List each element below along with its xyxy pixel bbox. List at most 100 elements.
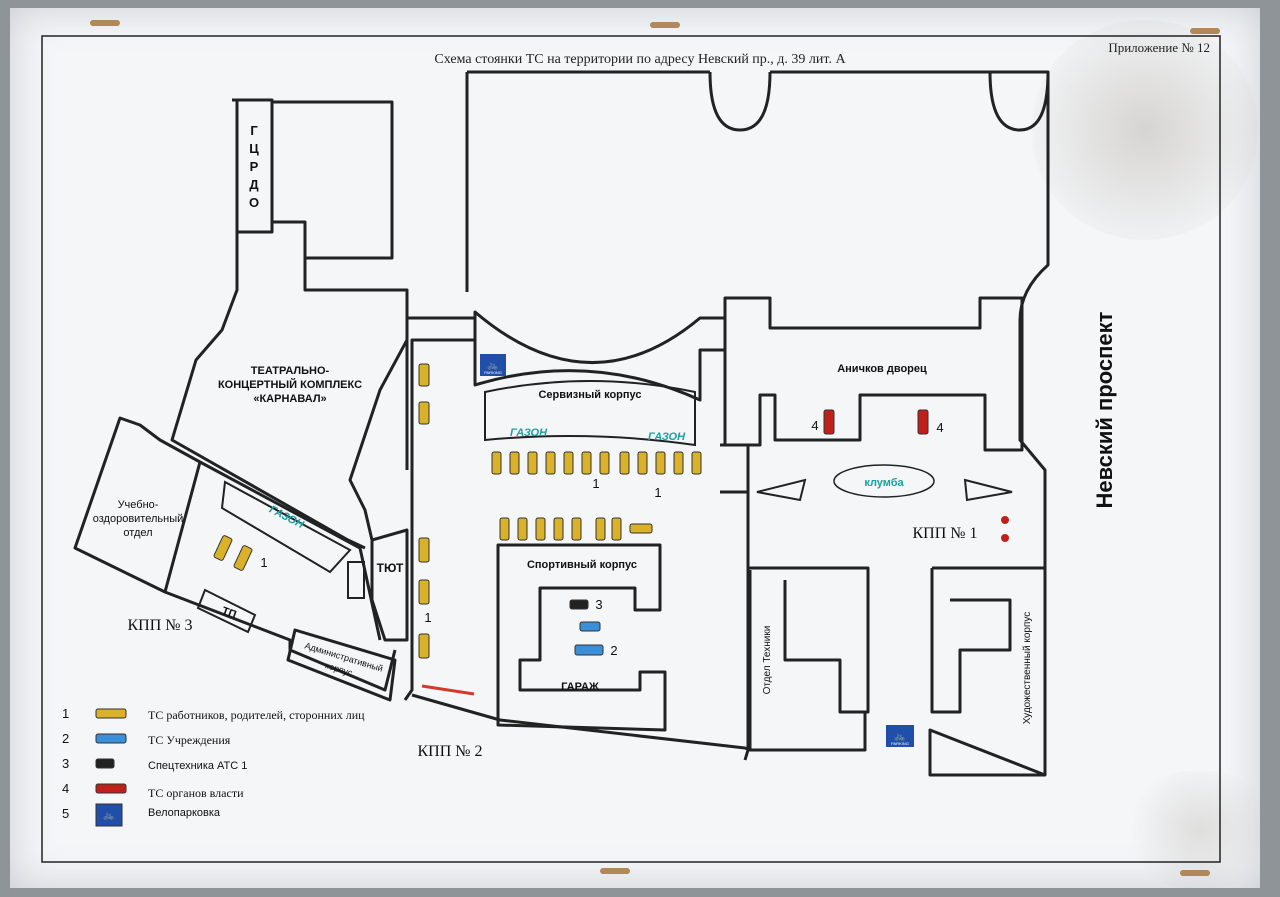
legend-num: 1: [62, 706, 69, 721]
car-employee: [673, 451, 684, 475]
car-employee: [517, 517, 528, 541]
car-employee: [509, 451, 520, 475]
lawn-center-label-2: ГАЗОН: [648, 431, 686, 443]
legend-swatch-authorities: [95, 783, 127, 794]
theatre-label-3: «КАРНАВАЛ»: [253, 393, 326, 405]
car-employee: [491, 451, 502, 475]
staple: [1180, 870, 1210, 876]
car-employee: [611, 517, 622, 541]
zone-number-1: 1: [592, 476, 599, 491]
svg-text:PARKING: PARKING: [484, 370, 502, 375]
car-employee: [563, 451, 574, 475]
car-employee: [418, 537, 430, 563]
map-sheet: [10, 8, 1260, 888]
legend-swatch-institution: [95, 733, 127, 744]
health-label-2: оздоровительный: [93, 513, 184, 525]
wedge-marker: [963, 478, 1013, 502]
stain: [1030, 20, 1260, 240]
car-employee: [595, 517, 606, 541]
bay-window: [708, 71, 772, 132]
barrier-light: [1001, 516, 1009, 524]
tp-building: [196, 588, 257, 634]
car-employee: [527, 451, 538, 475]
legend-num: 4: [62, 781, 69, 796]
car-authorities: [823, 409, 835, 435]
bay-window: [988, 71, 1050, 132]
wall: [720, 443, 750, 761]
bike-icon: 🚲: [103, 811, 114, 821]
tech-building-outline: [748, 566, 870, 714]
car-employee: [599, 451, 610, 475]
car-employee: [418, 363, 430, 387]
legend-num: 5: [62, 806, 69, 821]
car-institution: [579, 621, 601, 632]
south-wall: [411, 693, 751, 752]
wedge-marker: [756, 478, 807, 502]
wall: [348, 339, 409, 541]
car-employee: [655, 451, 666, 475]
map-title: Схема стоянки ТС на территории по адресу…: [434, 52, 846, 67]
legend: 1 ТС работников, родителей, сторонних ли…: [62, 706, 365, 827]
car-employee: [499, 517, 510, 541]
car-institution: [574, 644, 604, 656]
legend-swatch-special: [95, 758, 115, 769]
zone-number-2: 2: [610, 643, 617, 658]
tech-building: [748, 570, 867, 752]
art-building: [928, 728, 1047, 777]
barrier: [421, 684, 475, 696]
wall: [199, 460, 382, 641]
car-employee: [418, 579, 430, 605]
art-building-outline: [930, 566, 1045, 714]
legend-num: 3: [62, 756, 69, 771]
courtyard-west-wall: [403, 316, 477, 701]
service-label: Сервизный корпус: [538, 389, 641, 401]
sport-building: [496, 543, 667, 732]
gcrdo-building: [232, 98, 274, 234]
tech-label: Отдел Техники: [762, 626, 773, 695]
car-employee: [619, 451, 630, 475]
car-employee: [213, 535, 233, 561]
street-name: Невский проспект: [1092, 311, 1117, 508]
main-north-wall: [467, 70, 1050, 775]
bike-parking-sign: 🚲 PARKING: [886, 725, 914, 747]
legend-text: Велопарковка: [148, 807, 221, 819]
legend-text: Спецтехника АТС 1: [148, 760, 247, 772]
theatre-label-2: КОНЦЕРТНЫЙ КОМПЛЕКС: [218, 378, 362, 391]
anichkov-label: Аничков дворец: [837, 363, 927, 375]
lawn-center-label-1: ГАЗОН: [510, 427, 548, 439]
bike-icon: 🚲: [894, 732, 905, 742]
staple: [1190, 28, 1220, 34]
appendix-label: Приложение № 12: [1108, 40, 1210, 55]
garage-label: ГАРАЖ: [561, 681, 599, 693]
car-employee: [691, 451, 702, 475]
car-employee: [571, 517, 582, 541]
block-north-west: [272, 100, 409, 470]
health-label-3: отдел: [123, 527, 152, 539]
bike-icon: 🚲: [487, 361, 498, 371]
flowerbed-label: клумба: [864, 477, 904, 489]
car-employee: [629, 523, 653, 534]
svg-text:PARKING: PARKING: [891, 741, 909, 746]
zone-number-4: 4: [936, 420, 943, 435]
anichkov-palace: [723, 296, 1024, 452]
bike-parking-sign: 🚲 PARKING: [480, 354, 506, 376]
car-employee: [545, 451, 556, 475]
car-employee: [581, 451, 592, 475]
checkpoint-3: КПП № 3: [127, 617, 192, 634]
wall: [272, 220, 307, 258]
sport-label: Спортивный корпус: [527, 559, 637, 571]
checkpoint-1: КПП № 1: [912, 525, 977, 542]
health-label-1: Учебно-: [118, 499, 159, 511]
theatre-label-1: ТЕАТРАЛЬНО-: [251, 365, 330, 377]
car-employee: [418, 633, 430, 659]
car-authorities: [917, 409, 929, 435]
lawn-center: [484, 380, 696, 447]
legend-num: 2: [62, 731, 69, 746]
staple: [650, 22, 680, 28]
car-special: [569, 599, 589, 610]
zone-number-1: 1: [654, 485, 661, 500]
car-employee: [418, 401, 430, 425]
car-employee: [233, 545, 253, 571]
